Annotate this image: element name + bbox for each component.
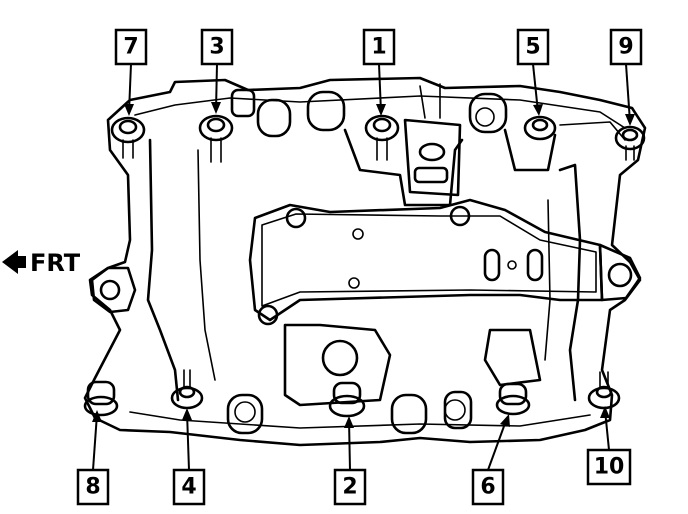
callout-label: 3: [209, 35, 224, 60]
bolt-8-head: [83, 380, 119, 417]
bolt-1-head: [364, 114, 400, 161]
callout-bolt-5: 5: [516, 28, 550, 66]
front-label: FRT: [30, 249, 81, 277]
bolt-9-head: [614, 125, 646, 161]
front-arrow-icon: [2, 250, 26, 274]
callout-bolt-6: 6: [471, 468, 505, 506]
bolt-7-head: [110, 116, 146, 159]
callout-bolt-3: 3: [200, 28, 234, 66]
callout-label: 10: [594, 455, 625, 480]
leader-lines: [92, 63, 635, 471]
bolt-5-head: [523, 115, 557, 141]
manifold-body: [83, 76, 647, 447]
bolt-heads: [83, 114, 646, 418]
callout-label: 6: [480, 475, 495, 500]
callout-bolt-2: 2: [333, 468, 367, 506]
callout-label: 4: [181, 475, 196, 500]
bolt-6-head: [495, 382, 531, 416]
bolt-2-head: [328, 381, 366, 418]
callout-bolt-1: 1: [362, 28, 396, 66]
bolt-3-head: [198, 114, 234, 163]
callout-boxes: 7 3 1 5 9 8 4 2: [76, 28, 643, 506]
front-direction-indicator: FRT: [2, 249, 81, 277]
callout-bolt-9: 9: [609, 28, 643, 66]
callout-label: 2: [342, 475, 357, 500]
callout-label: 5: [525, 35, 540, 60]
callout-bolt-8: 8: [76, 468, 110, 506]
callout-label: 9: [618, 35, 633, 60]
callout-bolt-10: 10: [586, 448, 632, 486]
callout-bolt-4: 4: [172, 468, 206, 506]
callout-label: 8: [85, 475, 100, 500]
callout-label: 7: [123, 35, 138, 60]
callout-bolt-7: 7: [114, 28, 148, 66]
callout-label: 1: [371, 35, 386, 60]
bolt-10-head: [587, 371, 621, 410]
